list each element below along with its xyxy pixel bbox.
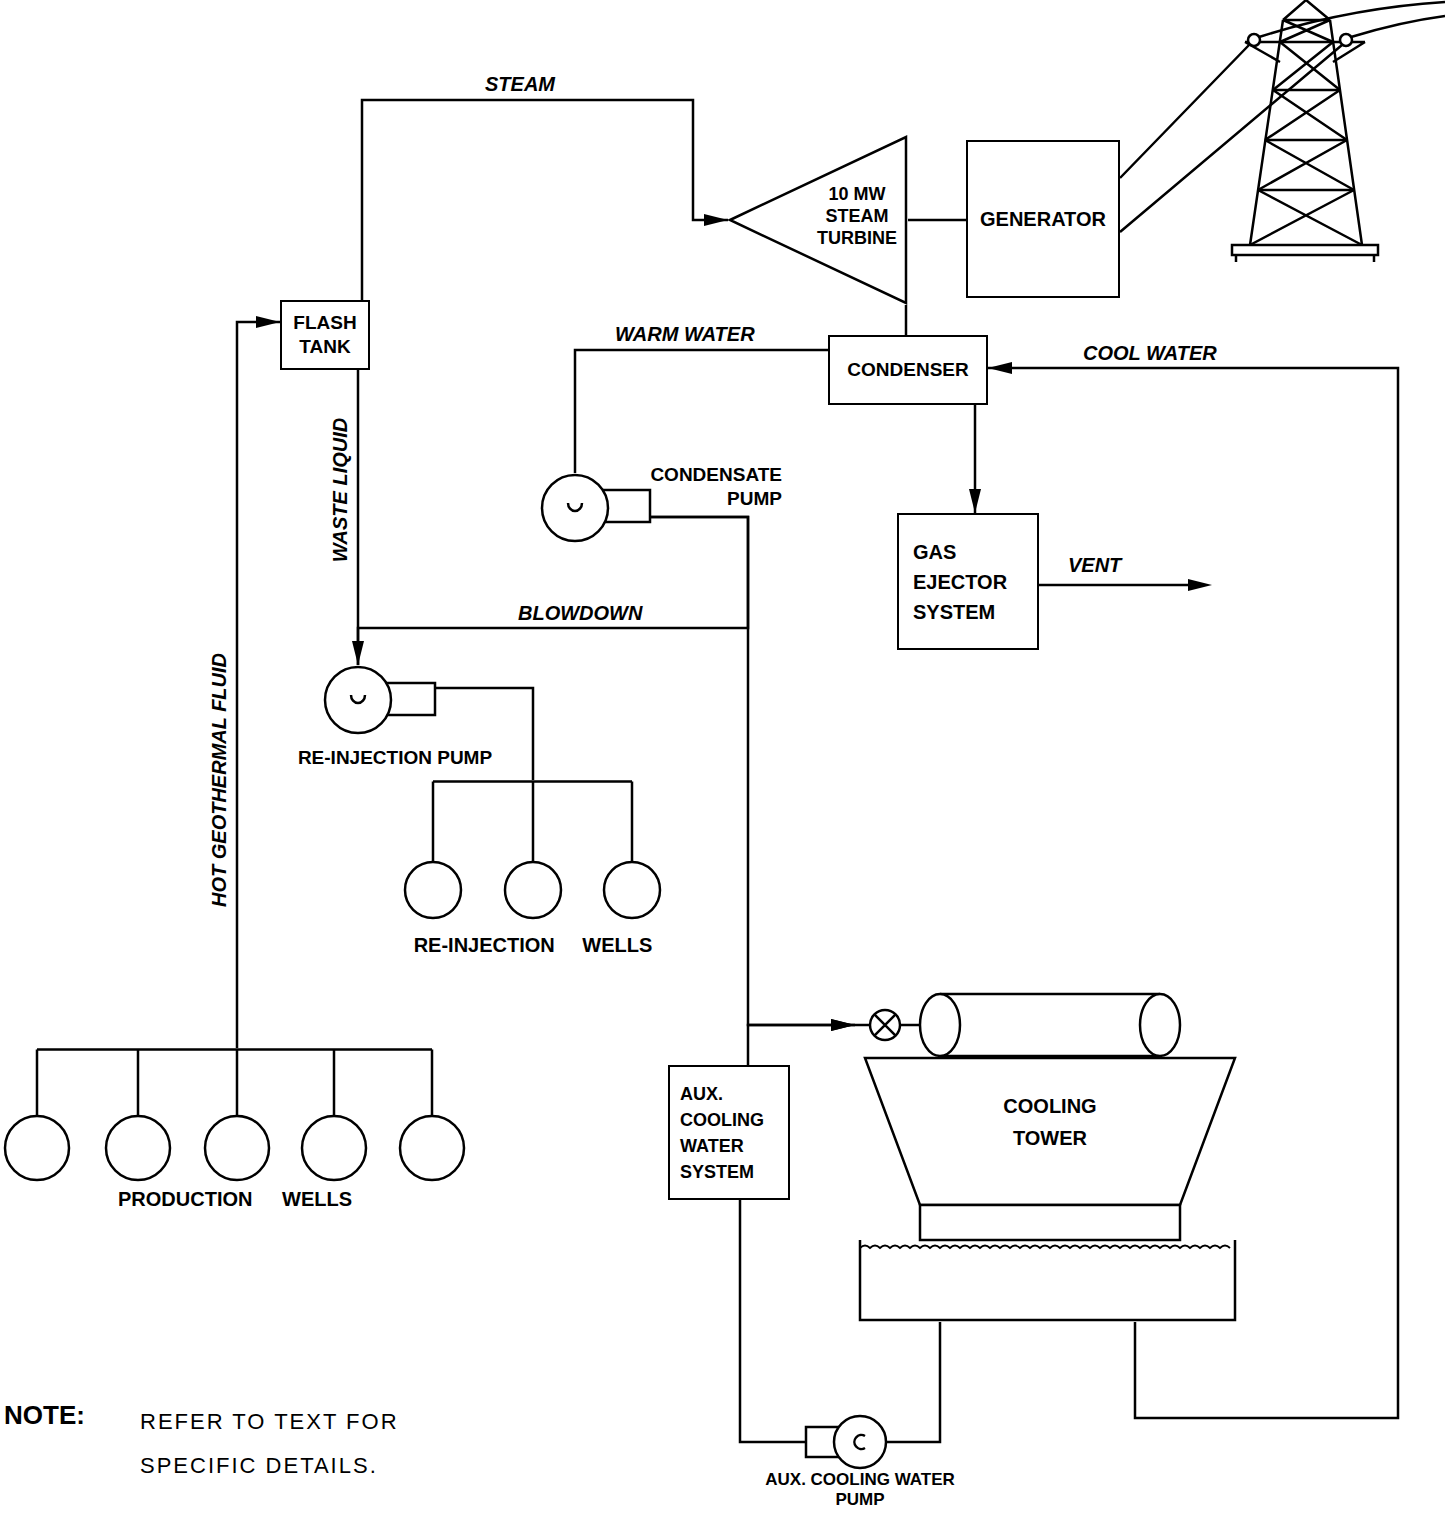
production-wells-symbol-part [5,1116,69,1180]
vent-line [1037,584,1192,587]
cooling-tower-symbol-part [860,1240,1235,1320]
re-injection-pump-symbol [323,665,435,735]
re-injection-pump-label: RE-INJECTION PUMP [295,745,495,770]
vent-arrowhead [1188,579,1212,591]
condensate-pump-symbol-part [542,475,608,541]
re-injection-wells: RE-INJECTION WELLS [383,780,683,965]
cooling-tower-symbol-part [860,1246,1230,1249]
condensate-pump: CONDENSATE PUMP [540,473,650,543]
gas-ejector-box: GAS EJECTOR SYSTEM [897,513,1039,650]
tower-peak [1280,0,1333,42]
flow-line [362,100,728,300]
flow-line [974,405,977,513]
re-injection-pump: RE-INJECTION PUMP [323,665,435,735]
aux-cooling-water-pump-label: AUX. COOLING WATER PUMP [760,1470,960,1510]
vent-arrow [1037,579,1212,591]
generator-wire [1120,44,1342,232]
aux-cooling-water-system-box-label: AUX. COOLING WATER SYSTEM [680,1081,778,1185]
aux-cooling-water-pump-symbol [805,1415,887,1470]
flow-line [905,305,908,335]
cooling-tower-symbol-part [870,1010,900,1040]
cooling-tower-symbol-part [920,994,960,1056]
cooling-tower-symbol-part [874,1014,895,1035]
flash-tank-box: FLASH TANK [280,300,370,370]
flow-line [908,219,966,222]
re-injection-pump-symbol-part [351,695,365,703]
cooling-tower: COOLING TOWER [855,990,1240,1322]
flow-label: WASTE LIQUID [328,415,352,565]
flow-line [988,368,1398,1418]
cooling-tower-symbol-part [865,1058,1235,1205]
aux-cooling-water-pump-symbol-part [854,1435,865,1449]
flash-tank-box-label: FLASH TANK [290,311,360,359]
cooling-tower-symbol [855,990,1240,1322]
note-heading: NOTE: [4,1398,85,1432]
flow-label: COOL WATER [1080,341,1220,365]
cooling-tower-symbol-part [920,1205,1180,1240]
power-lines [1120,2,1445,232]
re-injection-wells-symbol-part [433,782,632,863]
cooling-tower-label: COOLING TOWER [980,1090,1120,1154]
vent-label: VENT [1068,552,1121,578]
condenser-box-label: CONDENSER [847,357,968,383]
tower-feet [1236,255,1374,262]
flow-label: HOT GEOTHERMAL FLUID [207,650,231,910]
transmission-tower [1232,0,1378,262]
production-wells-label: PRODUCTION WELLS [0,1186,470,1212]
gas-ejector-box-label: GAS EJECTOR SYSTEM [913,537,1023,627]
re-injection-pump-symbol-part [325,667,391,733]
production-wells: PRODUCTION WELLS [0,1048,470,1216]
re-injection-wells-symbol-part [405,862,461,918]
flow-label: WARM WATER [612,322,758,346]
production-wells-symbol-part [106,1116,170,1180]
cooling-tower-symbol-part [1140,994,1180,1056]
flow-line [650,517,855,1025]
aux-cooling-water-system-box: AUX. COOLING WATER SYSTEM [668,1065,790,1200]
condenser-box: CONDENSER [828,335,988,405]
flow-line [237,322,280,1048]
flow-line [748,1025,855,1065]
generator-box: GENERATOR [966,140,1120,298]
cooling-tower-symbol-part [940,994,1160,1056]
production-wells-symbol-part [302,1116,366,1180]
generator-box-label: GENERATOR [980,206,1106,232]
steam-turbine-triangle-label: 10 MW STEAM TURBINE [808,183,906,249]
flow-line [358,517,748,665]
re-injection-wells-symbol-part [505,862,561,918]
aux-cooling-water-pump-symbol-part [834,1416,886,1468]
flow-line [575,350,828,473]
tower-lattice [1250,42,1362,245]
re-injection-wells-symbol-part [604,862,660,918]
production-wells-symbol-part [37,1050,432,1117]
flow-line [357,370,360,665]
note-text: REFER TO TEXT FOR SPECIFIC DETAILS. [140,1400,480,1488]
production-wells-symbol-part [205,1116,269,1180]
condensate-pump-symbol-part [568,503,582,511]
flow-label: STEAM [482,72,558,96]
aux-cooling-water-pump: AUX. COOLING WATER PUMP [805,1415,887,1470]
production-wells-symbol-part [400,1116,464,1180]
insulator [1340,34,1352,46]
condensate-pump-symbol [540,473,650,543]
steam-turbine-triangle: 10 MW STEAM TURBINE [728,135,908,305]
re-injection-wells-label: RE-INJECTION WELLS [383,932,683,958]
steam-turbine-triangle-symbol-part [730,137,906,303]
flow-line [887,1322,940,1442]
flow-label: BLOWDOWN [515,601,645,625]
tower-base [1232,245,1378,255]
transmission-wire [1259,2,1445,37]
condensate-pump-label: CONDENSATE PUMP [612,463,782,511]
flow-line [740,1200,805,1442]
